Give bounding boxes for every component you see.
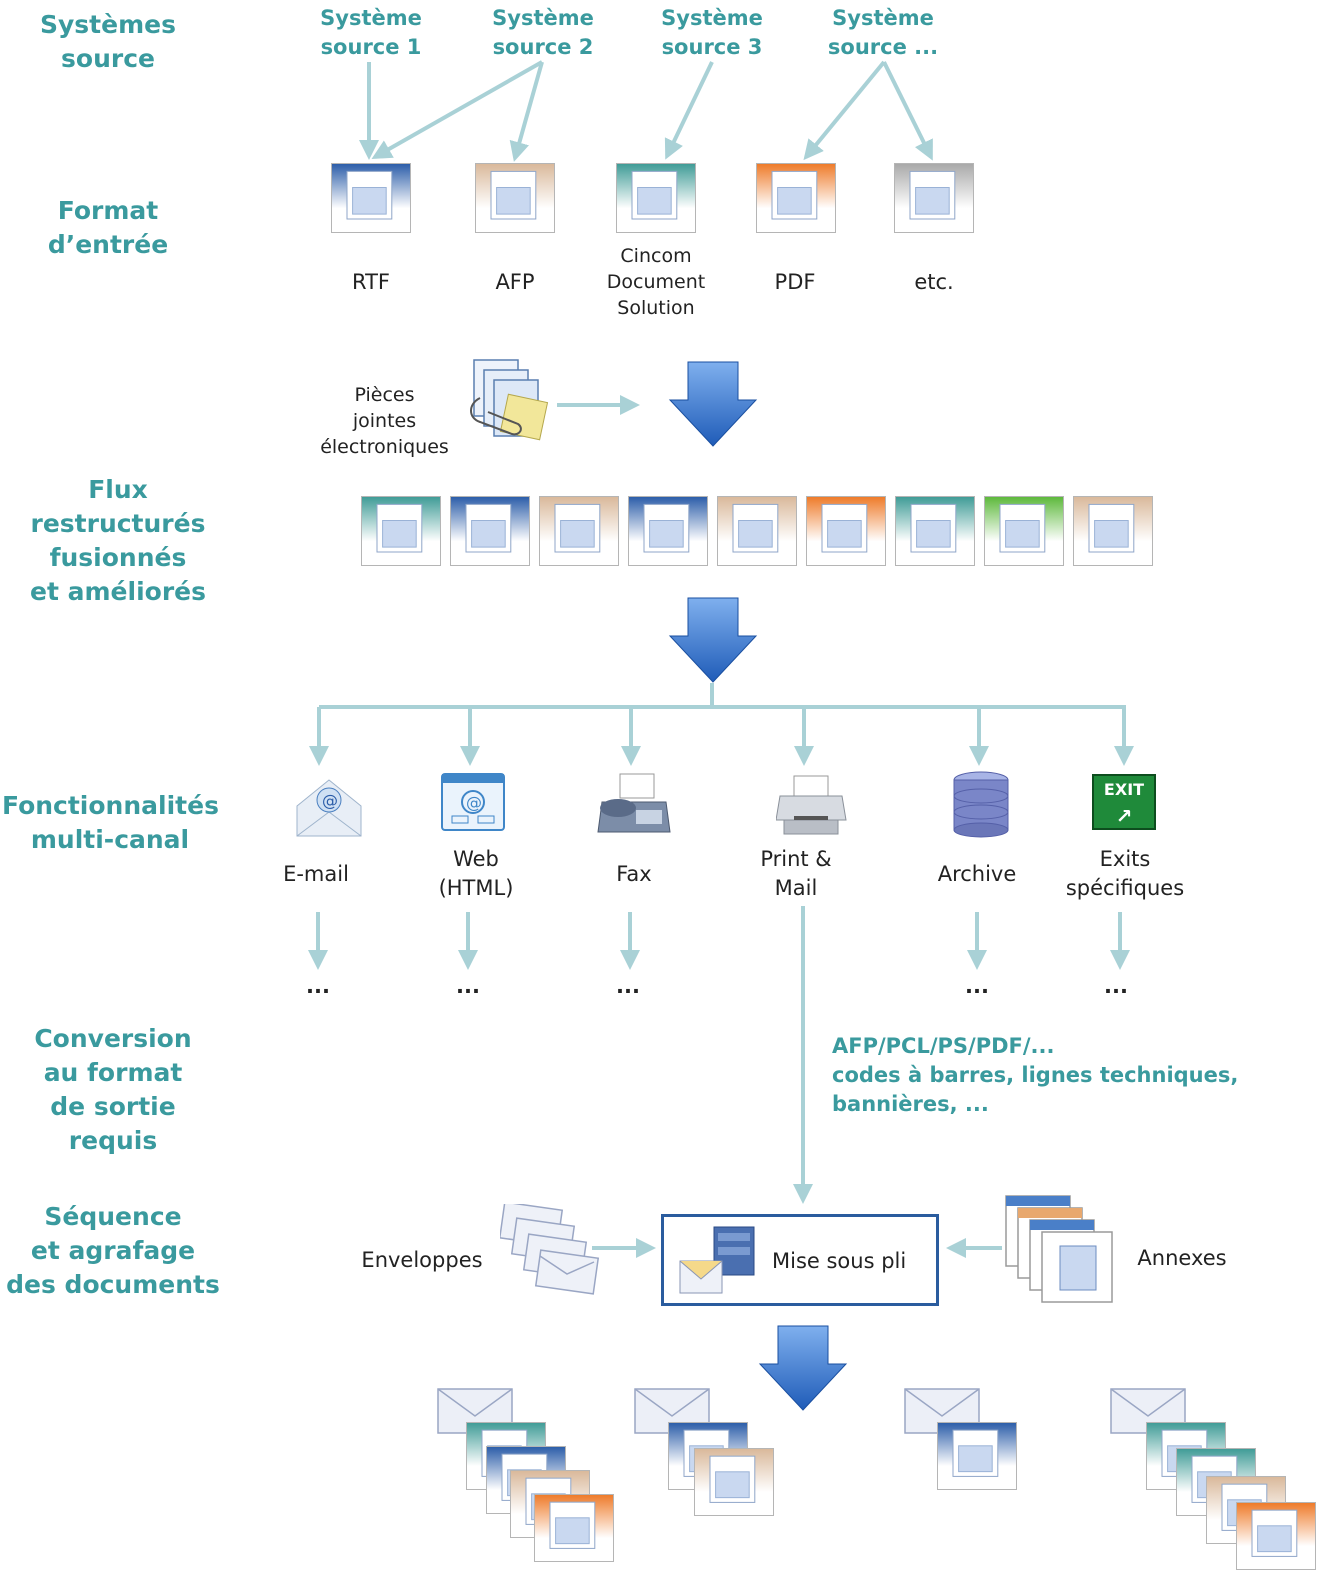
channel-label-email: E-mail — [283, 862, 349, 886]
arrow-src4-pdf — [803, 60, 886, 161]
channel-label-fax: Fax — [616, 862, 652, 886]
attachments-label: Pièces jointes électroniques — [320, 384, 449, 458]
channel-label-web: Web (HTML) — [438, 847, 514, 900]
envelopes-icon — [500, 1204, 600, 1295]
flux-doc-icon — [628, 496, 708, 566]
channel-more-web: ... — [456, 974, 480, 998]
svg-text:@: @ — [322, 791, 338, 810]
output-doc-icon — [937, 1422, 1017, 1490]
row-label-sources: Systèmes source — [40, 10, 176, 73]
big-arrow-down-1 — [668, 361, 758, 447]
row-label-multicanal: Fonctionnalités multi-canal — [2, 791, 219, 854]
source-system-2: Système source 2 — [492, 6, 594, 59]
row-label-flux: Flux restructurés fusionnés et améliorés — [30, 475, 206, 606]
format-label-pdf: PDF — [774, 270, 816, 294]
channel-more-email: ... — [306, 974, 330, 998]
format-label-rtf: RTF — [352, 270, 390, 294]
annexes-label: Annexes — [1137, 1246, 1227, 1270]
format-doc-icon — [894, 163, 974, 233]
envelopes-label: Enveloppes — [361, 1248, 483, 1272]
channel-label-archive: Archive — [937, 862, 1017, 886]
channel-label-exits: Exits spécifiques — [1065, 847, 1185, 900]
flux-doc-icon — [539, 496, 619, 566]
channel-more-exits: ... — [1104, 974, 1128, 998]
exit-icon: EXIT↗ — [1092, 774, 1156, 830]
format-label-cincom: Cincom Document Solution — [606, 245, 706, 319]
output-doc-icon — [534, 1494, 614, 1562]
source-system-1: Système source 1 — [320, 6, 422, 59]
output-doc-icon — [694, 1448, 774, 1516]
web-icon: @ — [441, 773, 505, 831]
conversion-text: AFP/PCL/PS/PDF/... codes à barres, ligne… — [832, 1034, 1239, 1116]
format-label-afp: AFP — [495, 270, 535, 294]
printer-icon — [776, 775, 847, 835]
insertion-icon — [679, 1226, 755, 1294]
annexes-icon — [1005, 1195, 1113, 1303]
big-arrow-down-2 — [668, 597, 758, 683]
source-system-3: Système source 3 — [661, 6, 763, 59]
big-arrow-down-3 — [758, 1325, 848, 1411]
output-doc-icon — [1236, 1502, 1316, 1570]
channel-label-print: Print & Mail — [760, 847, 832, 900]
insertion-label: Mise sous pli — [772, 1249, 907, 1273]
svg-text:@: @ — [466, 793, 482, 812]
format-doc-icon — [475, 163, 555, 233]
arrow-src3-cds — [664, 61, 714, 160]
channel-more-fax: ... — [616, 974, 640, 998]
database-icon — [953, 771, 1009, 838]
flux-doc-icon — [806, 496, 886, 566]
email-icon: @ — [296, 779, 362, 837]
flux-doc-icon — [1073, 496, 1153, 566]
source-system-etc: Système source ... — [827, 6, 939, 59]
row-label-conversion: Conversion au format de sortie requis — [34, 1024, 192, 1155]
format-doc-icon — [616, 163, 696, 233]
attachments-icon — [470, 359, 549, 441]
channel-more-archive: ... — [965, 974, 989, 998]
row-label-sequence: Séquence et agrafage des documents — [6, 1202, 220, 1299]
format-label-etc: etc. — [914, 270, 954, 294]
arrow-src2-afp — [509, 61, 544, 162]
flux-doc-icon — [895, 496, 975, 566]
format-doc-icon — [331, 163, 411, 233]
arrow-src2-rtf — [371, 60, 543, 159]
insertion-box: Mise sous pli — [661, 1214, 939, 1306]
flux-doc-icon — [717, 496, 797, 566]
fax-icon — [597, 773, 671, 833]
row-label-format: Format d’entrée — [47, 196, 169, 259]
flux-doc-icon — [450, 496, 530, 566]
flux-doc-icon — [361, 496, 441, 566]
arrow-src4-etc — [882, 61, 933, 161]
flux-doc-icon — [984, 496, 1064, 566]
format-doc-icon — [756, 163, 836, 233]
exit-icon-text: EXIT — [1103, 780, 1145, 799]
